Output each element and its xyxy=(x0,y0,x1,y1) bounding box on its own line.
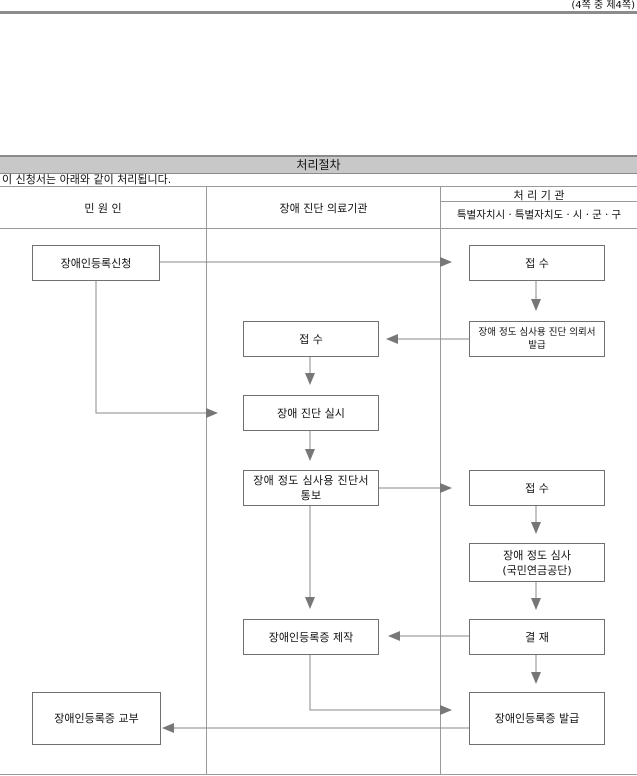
top-rule xyxy=(0,11,637,14)
arrow-card-make-to-issue xyxy=(309,655,452,715)
step-assessment: 장애 정도 심사 (국민연금공단) xyxy=(469,543,605,582)
intro-text: 이 신청서는 아래와 같이 처리됩니다. xyxy=(2,173,172,186)
step-approval: 결 재 xyxy=(469,619,605,655)
header-bottom-line xyxy=(0,228,637,229)
column-header-agency-sub: 특별자치시ㆍ특별자치도ㆍ시ㆍ군ㆍ구 xyxy=(456,209,622,221)
column-header-agency: 처 리 기 관 xyxy=(513,189,565,202)
column-divider-2 xyxy=(440,186,441,775)
step-apply: 장애인등록신청 xyxy=(32,245,160,281)
agency-header-divider xyxy=(440,201,637,202)
table-bottom-line xyxy=(0,774,637,775)
arrow-applicant-to-diagnosis xyxy=(95,281,218,418)
column-divider-1 xyxy=(206,186,207,775)
column-header-medical: 장애 진단 의료기관 xyxy=(279,202,368,215)
column-header-applicant: 민 원 인 xyxy=(84,202,122,215)
step-receive-agency-1: 접 수 xyxy=(469,245,605,281)
header-top-line xyxy=(0,186,637,187)
section-title: 처리절차 xyxy=(0,155,637,174)
step-diagnosis: 장애 진단 실시 xyxy=(243,395,379,431)
step-receive-agency-2: 접 수 xyxy=(469,470,605,506)
step-diagnosis-request: 장애 정도 심사용 진단 의뢰서 발급 xyxy=(469,321,605,357)
step-receive-medical: 접 수 xyxy=(243,321,379,357)
page-number: (4쪽 중 제4쪽) xyxy=(571,0,635,11)
step-card-make: 장애인등록증 제작 xyxy=(243,619,379,655)
step-card-deliver: 장애인등록증 교부 xyxy=(32,692,161,745)
step-diagnosis-notice: 장애 정도 심사용 진단서 통보 xyxy=(243,470,379,506)
step-card-issue: 장애인등록증 발급 xyxy=(469,692,605,745)
